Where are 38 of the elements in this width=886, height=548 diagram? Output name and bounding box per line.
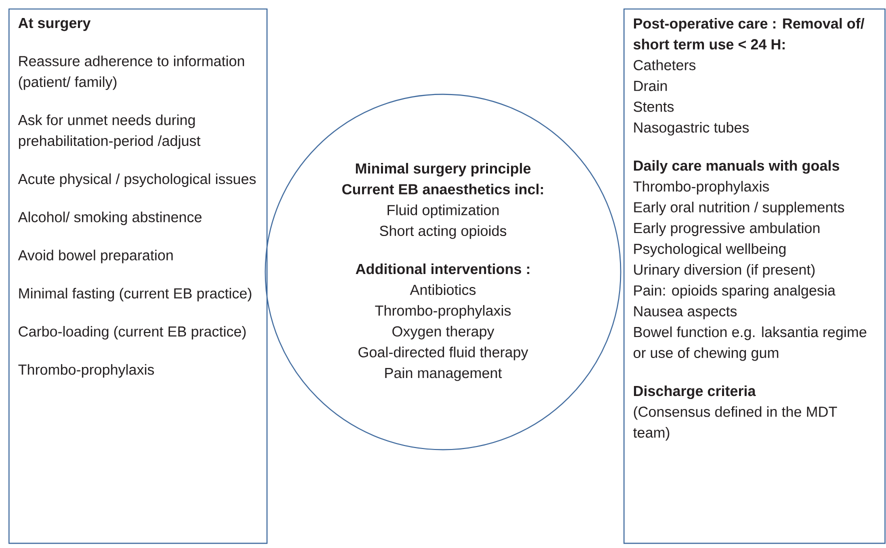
info-circle (264, 94, 622, 450)
list-item: Ask for unmet needs during prehabilitation-period /adjust (18, 114, 200, 149)
list-item: Antibiotics (410, 284, 476, 295)
list-item: Pain management (385, 367, 502, 382)
list-item: Stents (634, 102, 674, 112)
list-item: Bowel function e.g. laksantia regime or use of chewing gum (634, 326, 866, 361)
info-panel (8, 8, 268, 544)
list-item: Nasogastric tubes (634, 122, 749, 136)
list-item: Thrombo-prophylaxis (633, 180, 769, 194)
list-item: Carbo-loading (current EB practice) (18, 326, 246, 340)
list-item: Short acting opioids (380, 225, 506, 239)
list-item: Acute physical / psychological issues (18, 173, 256, 187)
list-item: Early oral nutrition / supplements (634, 202, 844, 216)
heading: Additional interventions : (356, 263, 530, 274)
list-item: Alcohol/ smoking abstinence (18, 212, 202, 226)
list-item: Catheters (634, 60, 696, 70)
heading: Daily care manuals with goals (634, 160, 840, 174)
heading: At surgery (18, 18, 91, 32)
list-item: Urinary diversion (if present) (634, 264, 815, 278)
list-item: Minimal fasting (current EB practice) (19, 288, 252, 302)
heading: Current EB anaesthetics incl: (342, 184, 543, 194)
list-item: Psychological wellbeing (634, 243, 786, 257)
heading: Post-operative care : Removal of/ short term use < 24 H: (634, 18, 864, 50)
list-item: Oxygen therapy (392, 326, 494, 340)
list-item: Thrombo-prophylaxis (375, 305, 511, 319)
list-item: Thrombo-prophylaxis (18, 364, 154, 378)
list-item: Nausea aspects (634, 306, 737, 320)
list-item: Early progressive ambulation (634, 222, 820, 236)
heading: Minimal surgery principle (356, 162, 531, 177)
list-item: Fluid optimization (388, 204, 499, 218)
list-item: (Consensus defined in the MDT team) (633, 406, 837, 441)
info-panel (623, 8, 886, 544)
list-item: Reassure adherence to information (patient/ family) (18, 56, 244, 90)
heading: Discharge criteria (634, 385, 756, 400)
list-item: Goal-directed fluid therapy (358, 346, 528, 360)
list-item: Pain: opioids sparing analgesia (634, 284, 836, 298)
list-item: Avoid bowel preparation (18, 250, 173, 264)
list-item: Drain (634, 80, 667, 92)
